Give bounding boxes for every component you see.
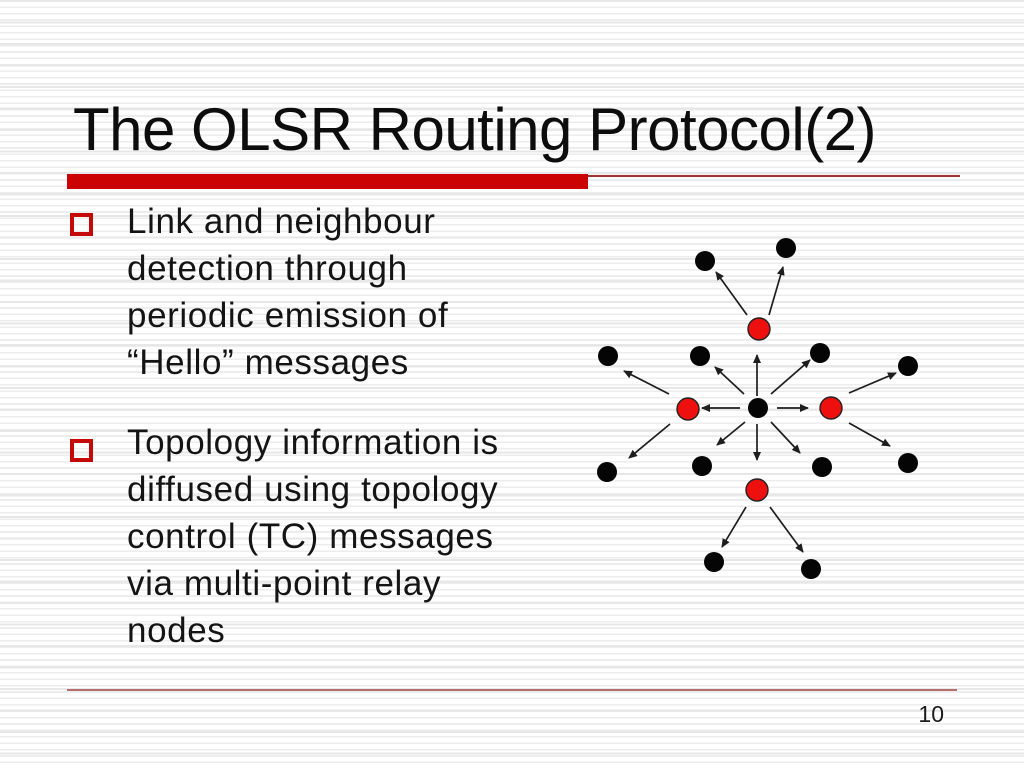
diagram-arrow: [770, 421, 801, 454]
diagram-arrow: [715, 271, 748, 316]
bullet-item-link-detection: Link and neighbour detection through per…: [127, 202, 449, 382]
title-underline-rule: [588, 175, 960, 177]
footer-rule: [67, 689, 957, 691]
diagram-arrow: [716, 421, 746, 446]
diagram-arrow: [769, 506, 804, 553]
diagram-arrow: [848, 422, 891, 447]
diagram-arrow: [770, 359, 811, 395]
black-node: [898, 356, 918, 376]
diagram-arrow: [721, 506, 747, 548]
slide-title: The OLSR Routing Protocol(2): [73, 96, 877, 163]
diagram-arrow: [623, 370, 670, 395]
black-node: [690, 346, 710, 366]
red-node: [745, 478, 769, 502]
black-node: [597, 462, 617, 482]
black-node: [748, 398, 768, 418]
black-node: [812, 457, 832, 477]
red-node: [676, 397, 700, 421]
black-node: [898, 453, 918, 473]
black-node: [801, 559, 821, 579]
red-node: [819, 396, 843, 420]
black-node: [695, 251, 715, 271]
red-node: [747, 317, 771, 341]
black-node: [810, 343, 830, 363]
page-number: 10: [918, 701, 944, 727]
bullet-square-icon: [70, 213, 93, 236]
black-node: [598, 346, 618, 366]
diagram-arrow: [714, 366, 745, 395]
title-underline-bar: [67, 174, 588, 189]
diagram-arrow: [628, 423, 671, 459]
bullet-item-topology-info: Topology information is diffused using t…: [127, 423, 499, 650]
diagram-arrow: [768, 266, 785, 316]
black-node: [704, 552, 724, 572]
black-node: [776, 238, 796, 258]
bullet-square-icon: [70, 439, 93, 462]
black-node: [692, 456, 712, 476]
diagram-arrow: [848, 372, 897, 394]
